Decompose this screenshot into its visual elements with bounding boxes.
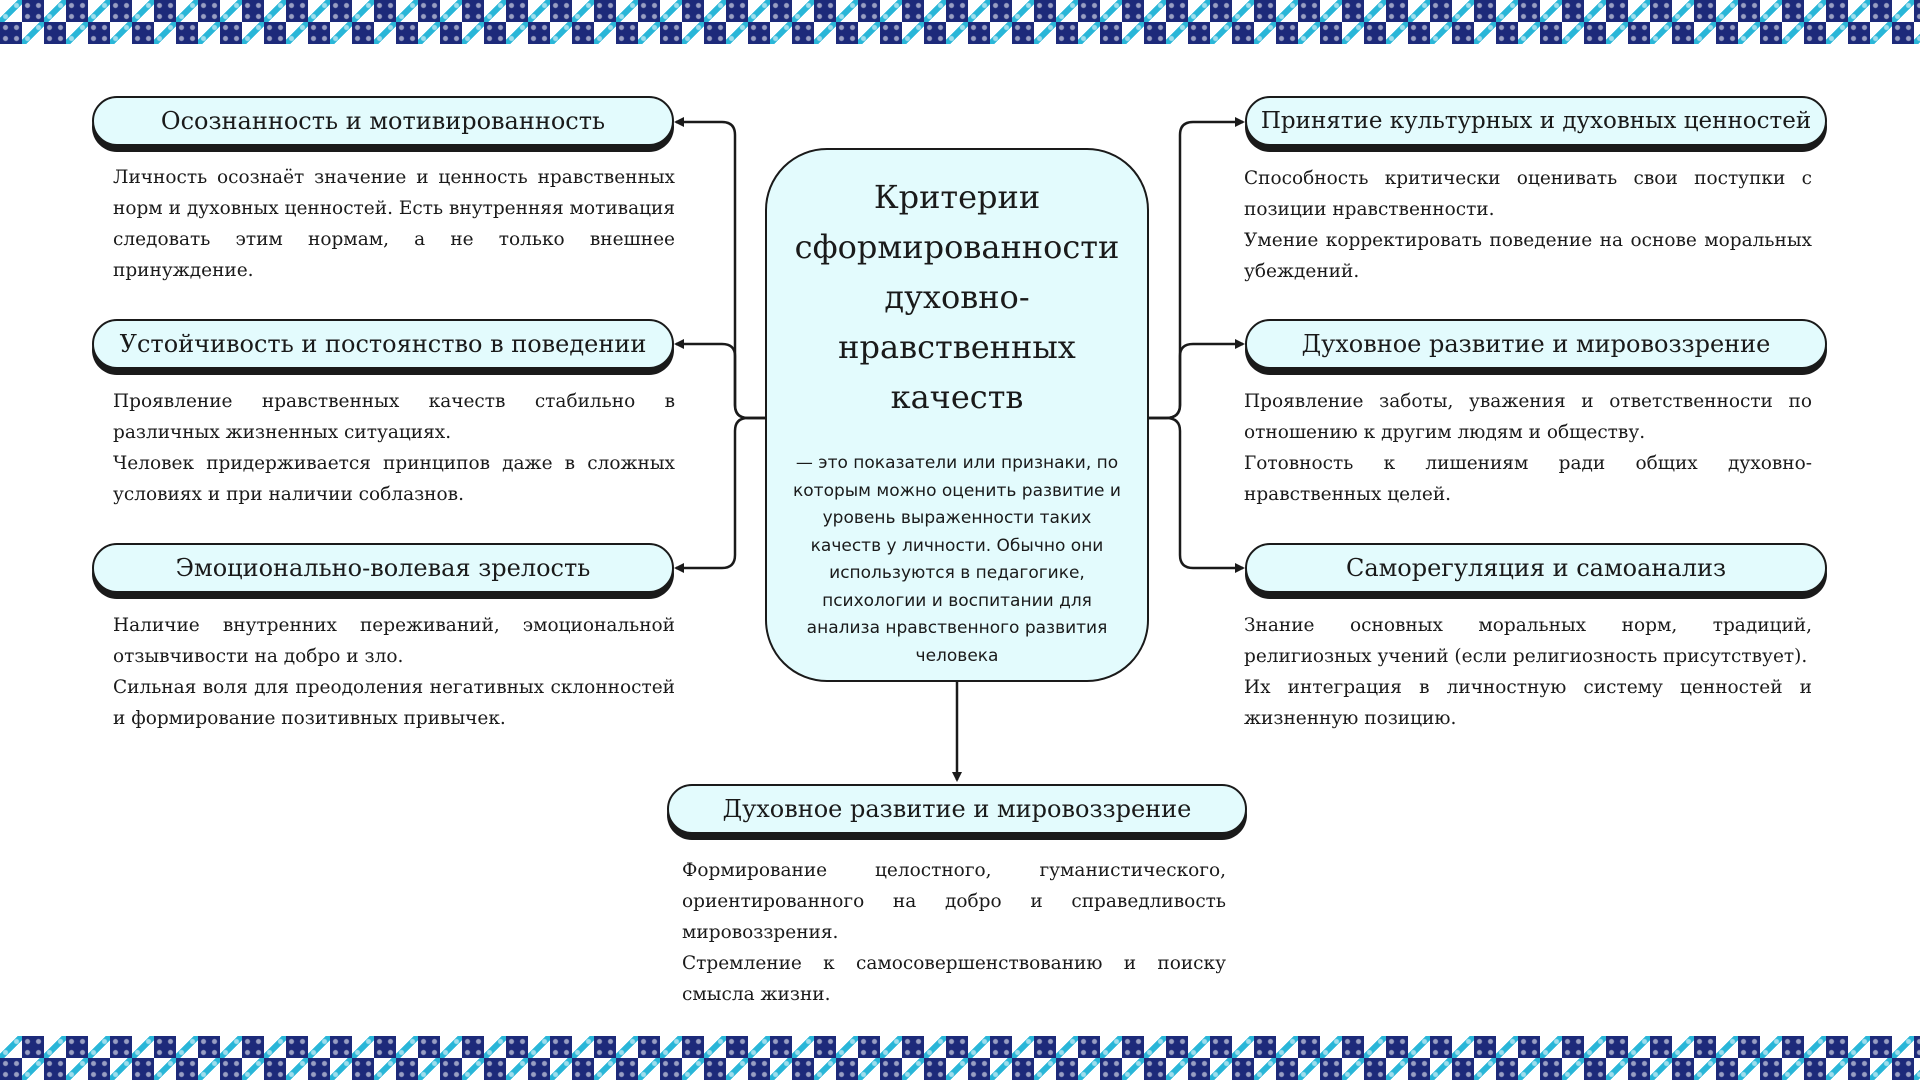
criterion-bottom-title: Духовное развитие и мировоззрение	[667, 784, 1247, 834]
criterion-right-1-description: Способность критически оценивать свои по…	[1244, 163, 1812, 287]
criterion-left-3-description: Наличие внутренних переживаний, эмоциона…	[113, 610, 675, 734]
connector-left-2	[674, 339, 765, 420]
criterion-right-1-line-1: Способность критически оценивать свои по…	[1244, 168, 1812, 220]
criterion-left-3-title: Эмоционально-волевая зрелость	[92, 543, 674, 593]
criterion-right-1-title: Принятие культурных и духовных ценностей	[1245, 96, 1827, 146]
connector-right-1	[1149, 117, 1245, 420]
criterion-right-3-line-1: Знание основных моральных норм, традиций…	[1244, 615, 1812, 667]
connector-right-3	[1149, 416, 1245, 573]
criterion-left-2-line-1: Проявление нравственных качеств стабильн…	[113, 391, 675, 443]
criterion-right-3-description: Знание основных моральных норм, традиций…	[1244, 610, 1812, 734]
criterion-left-1-title: Осознанность и мотивированность	[92, 96, 674, 146]
criterion-right-3-title: Саморегуляция и самоанализ	[1245, 543, 1827, 593]
center-title: Критерии сформированности духовно-нравст…	[794, 178, 1120, 416]
connector-right-2	[1149, 339, 1245, 420]
connector-left-3	[674, 416, 765, 573]
criterion-left-2-description: Проявление нравственных качеств стабильн…	[113, 386, 675, 510]
center-subtitle: — это показатели или признаки, по которы…	[793, 453, 1121, 666]
criterion-right-1-line-2: Умение корректировать поведение на основ…	[1244, 230, 1812, 282]
criterion-right-2-title: Духовное развитие и мировоззрение	[1245, 319, 1827, 369]
criterion-bottom-description: Формирование целостного, гуманистическог…	[682, 855, 1226, 1010]
criterion-right-2-description: Проявление заботы, уважения и ответствен…	[1244, 386, 1812, 510]
criterion-bottom-line-1: Формирование целостного, гуманистическог…	[682, 860, 1226, 943]
criterion-left-2-line-2: Человек придерживается принципов даже в …	[113, 453, 675, 505]
criterion-bottom-line-2: Стремление к самосовершенствованию и пои…	[682, 953, 1226, 1005]
center-criteria-box: Критерии сформированности духовно-нравст…	[765, 148, 1149, 682]
criterion-left-3-line-2: Сильная воля для преодоления негативных …	[113, 677, 675, 729]
criterion-left-1-description: Личность осознаёт значение и ценность нр…	[113, 162, 675, 286]
criterion-left-3-line-1: Наличие внутренних переживаний, эмоциона…	[113, 615, 675, 667]
criterion-left-2-title: Устойчивость и постоянство в поведении	[92, 319, 674, 369]
ornament-border-top	[0, 0, 1920, 44]
connector-left-1	[674, 117, 765, 420]
criterion-right-3-line-2: Их интеграция в личностную систему ценно…	[1244, 677, 1812, 729]
criterion-right-2-line-2: Готовность к лишениям ради общих духовно…	[1244, 453, 1812, 505]
criterion-left-1-line-1: Личность осознаёт значение и ценность нр…	[113, 167, 675, 281]
criterion-right-2-line-1: Проявление заботы, уважения и ответствен…	[1244, 391, 1812, 443]
ornament-border-bottom	[0, 1036, 1920, 1080]
